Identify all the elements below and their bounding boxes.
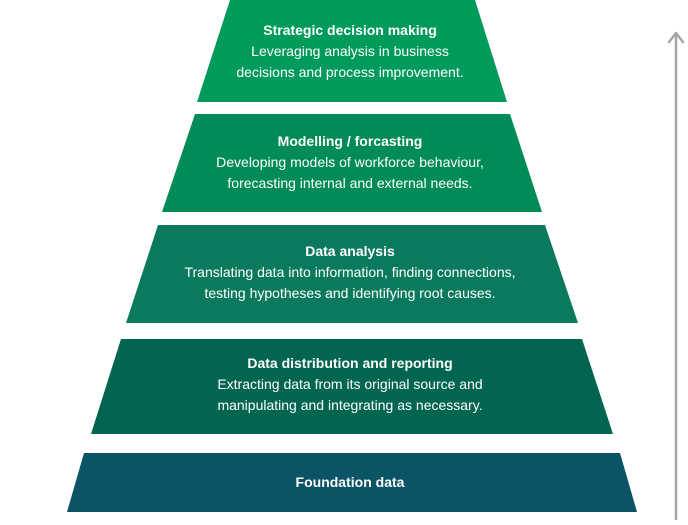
tier-strategic-decision-making: Strategic decision making Leveraging ana…	[197, 0, 507, 102]
tier-title: Modelling / forcasting	[278, 133, 423, 149]
tier-description-line: decisions and process improvement.	[236, 64, 463, 80]
tier-shape	[126, 225, 578, 323]
arrow-head	[667, 31, 685, 44]
tier-title: Data analysis	[305, 243, 395, 259]
tier-data-analysis: Data analysis Translating data into info…	[126, 225, 578, 323]
tier-shape	[162, 114, 542, 212]
tier-description-line: Extracting data from its original source…	[217, 376, 482, 392]
tier-modelling-forcasting: Modelling / forcasting Developing models…	[162, 114, 542, 212]
tier-description-line: Developing models of workforce behaviour…	[216, 154, 484, 170]
tier-description-line: manipulating and integrating as necessar…	[217, 397, 482, 413]
tier-shape	[91, 339, 613, 434]
tier-shape	[67, 453, 637, 512]
tier-description-line: forecasting internal and external needs.	[227, 175, 472, 191]
tier-title: Data distribution and reporting	[247, 355, 452, 371]
tier-description-line: testing hypotheses and identifying root …	[204, 285, 495, 301]
tier-shape	[197, 0, 507, 102]
tier-foundation-data: Foundation data	[67, 453, 637, 512]
tier-description-line: Translating data into information, findi…	[184, 264, 515, 280]
tier-data-distribution-and-reporting: Data distribution and reporting Extracti…	[91, 339, 613, 434]
tier-description-line: Leveraging analysis in business	[251, 43, 449, 59]
up-arrow-icon	[667, 31, 685, 520]
tier-title: Foundation data	[296, 474, 405, 490]
tier-title: Strategic decision making	[263, 22, 437, 38]
